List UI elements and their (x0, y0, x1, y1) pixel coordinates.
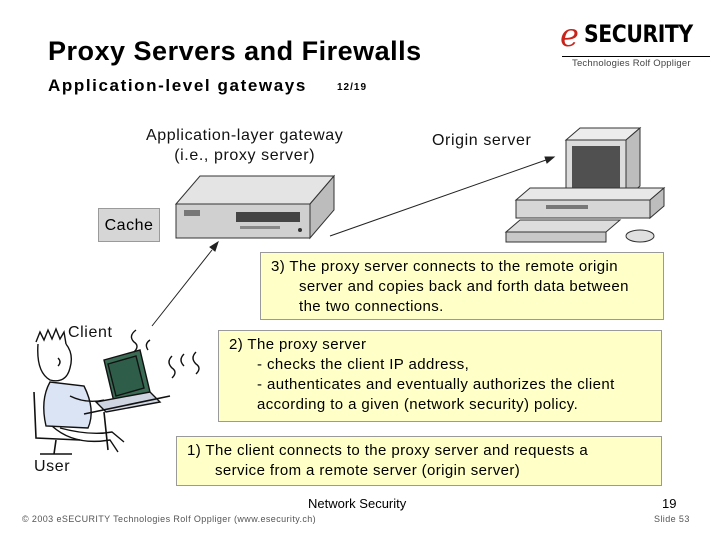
arrow-client-to-gateway (151, 249, 213, 327)
esecurity-logo: e SECURITY Technologies Rolf Oppliger (560, 12, 710, 72)
step2-callout: 2) The proxy server - checks the client … (218, 330, 662, 422)
step2-line2: - checks the client IP address, (257, 356, 470, 373)
gateway-label: Application-layer gateway (i.e., proxy s… (146, 126, 343, 166)
page-subtitle: Application-level gateways (48, 76, 307, 95)
logo-divider (562, 56, 710, 57)
client-label: Client (68, 324, 113, 341)
origin-server-icon (504, 126, 666, 243)
gateway-label-line1: Application-layer gateway (146, 127, 344, 144)
page-title: Proxy Servers and Firewalls (48, 36, 422, 66)
step1-line2: service from a remote server (origin ser… (215, 462, 521, 479)
arrowhead-gateway-origin (544, 156, 556, 164)
footer-page-number: 19 (662, 496, 677, 511)
arrowhead-client-gateway (209, 240, 219, 252)
step1-callout: 1) The client connects to the proxy serv… (176, 436, 662, 486)
arrow-gateway-to-origin (329, 159, 547, 237)
step2-line1: 2) The proxy server (229, 336, 367, 353)
logo-wordmark: SECURITY (584, 20, 693, 48)
user-label: User (34, 458, 71, 475)
footer-slide-number: Slide 53 (654, 514, 690, 524)
step3-line1: 3) The proxy server connects to the remo… (271, 258, 618, 275)
step2-line4: according to a given (network security) … (257, 396, 579, 413)
cache-box: Cache (98, 208, 160, 242)
step3-line3: the two connections. (299, 298, 444, 315)
logo-prefix: e (560, 16, 579, 54)
section-slide-counter: 12/19 (337, 82, 368, 93)
footer-course-title: Network Security (308, 496, 407, 511)
step3-line2: server and copies back and forth data be… (299, 278, 629, 295)
step1-line1: 1) The client connects to the proxy serv… (187, 442, 589, 459)
step3-callout: 3) The proxy server connects to the remo… (260, 252, 664, 320)
step2-line3: - authenticates and eventually authorize… (257, 376, 615, 393)
proxy-server-icon (174, 174, 336, 240)
user-icon (33, 327, 200, 455)
gateway-label-line2: (i.e., proxy server) (174, 147, 316, 164)
footer-copyright: © 2003 eSECURITY Technologies Rolf Oppli… (22, 514, 317, 524)
logo-tagline: Technologies Rolf Oppliger (572, 58, 691, 69)
origin-server-label: Origin server (432, 132, 532, 149)
connection-arrows (151, 156, 556, 327)
